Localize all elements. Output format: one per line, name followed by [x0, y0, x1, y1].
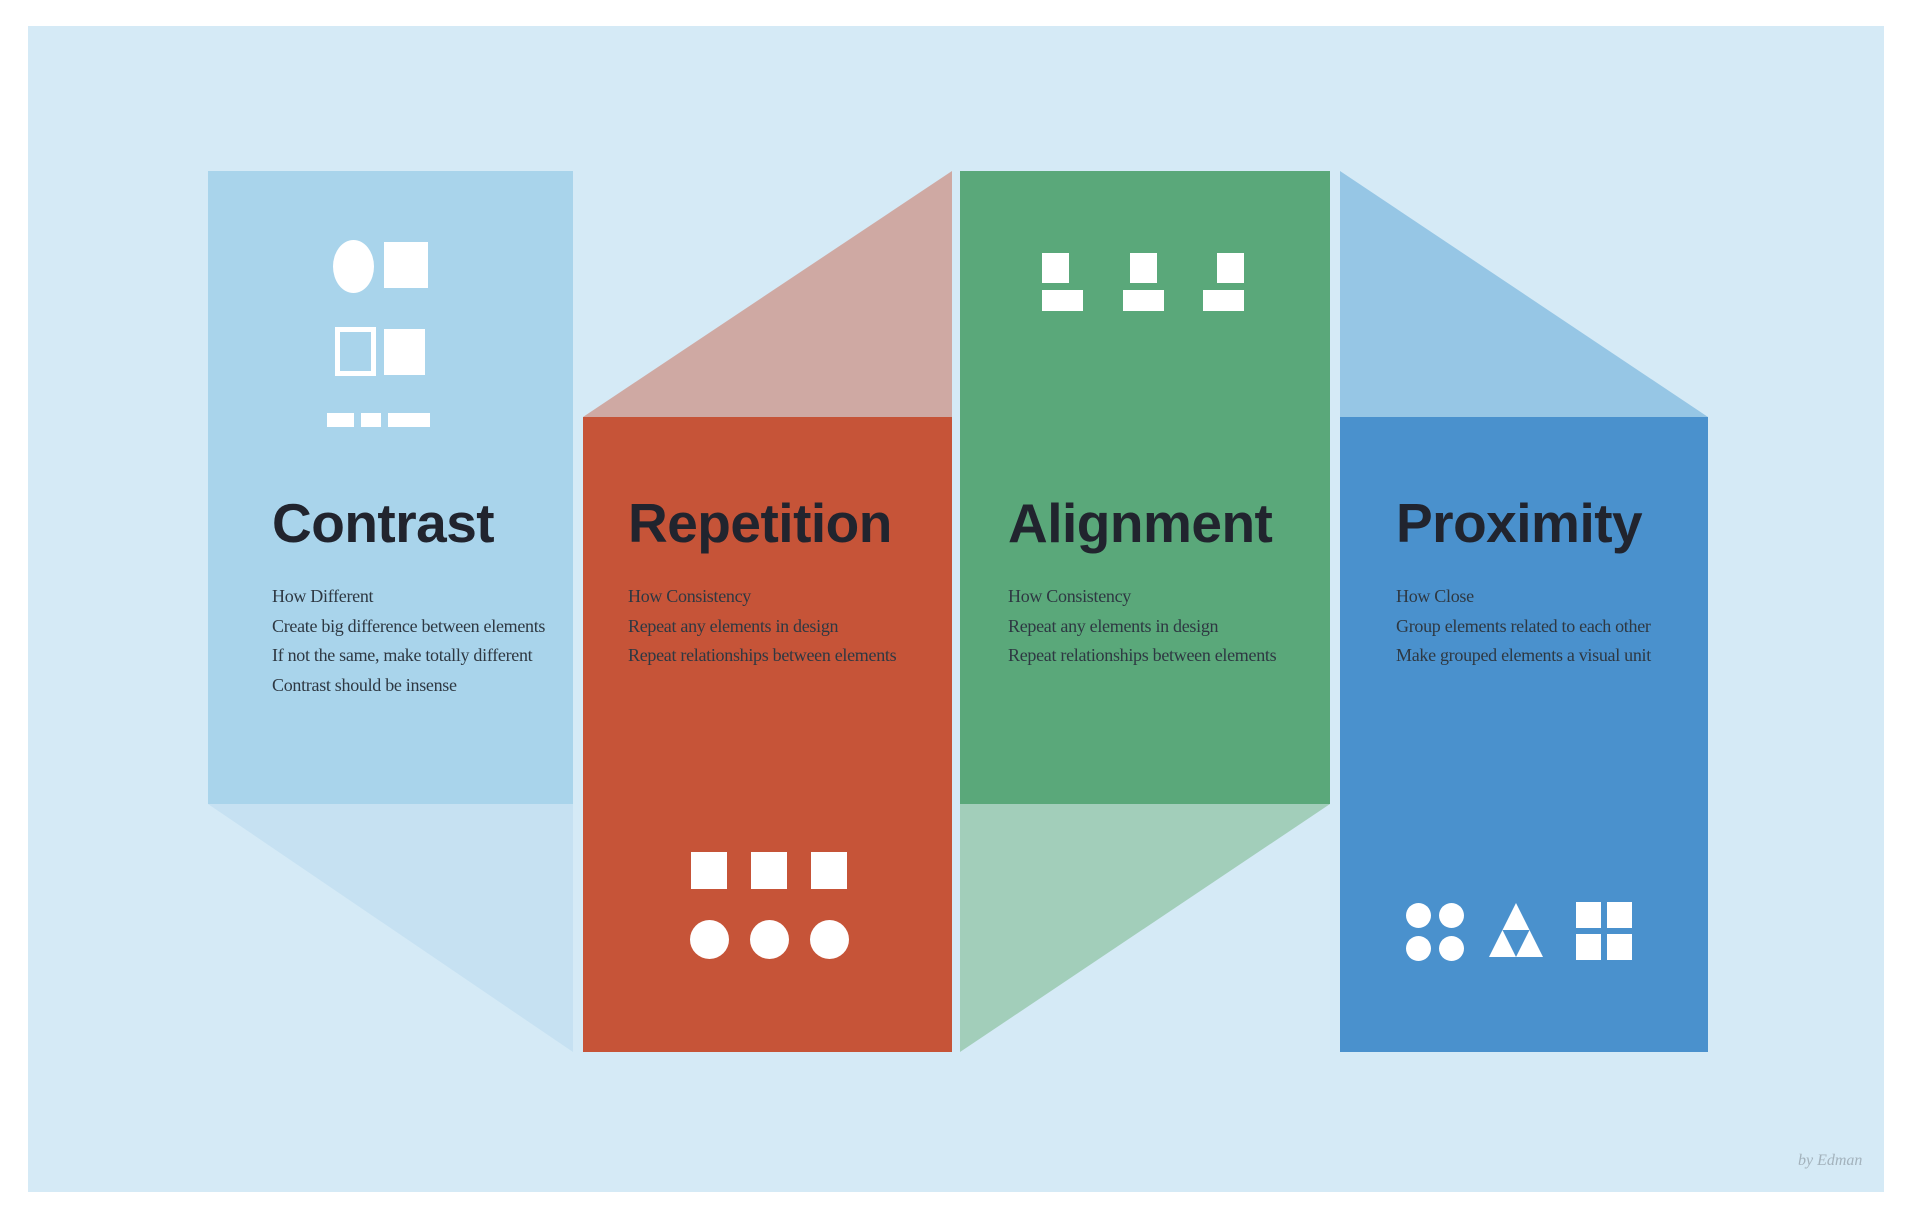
- panel-notes: How Consistency Repeat any elements in d…: [628, 582, 897, 671]
- panel-title: Proximity: [1396, 492, 1643, 554]
- panel-alignment: Alignment How Consistency Repeat any ele…: [960, 171, 1330, 804]
- repeated-circle-icon: [810, 920, 849, 959]
- align-right-square-icon: [1217, 253, 1244, 283]
- panel-title: Contrast: [272, 492, 495, 554]
- panel-note: How Consistency: [1008, 586, 1131, 606]
- circle-icon: [1439, 903, 1464, 928]
- dash-icon: [361, 413, 381, 427]
- panel-note: Repeat relationships between elements: [1008, 645, 1277, 666]
- repeated-circle-icon: [750, 920, 789, 959]
- repeated-square-icon: [751, 852, 787, 889]
- square-icon: [1607, 934, 1632, 960]
- panel-contrast: Contrast How Different Create big differ…: [208, 171, 573, 804]
- square-icon: [1576, 902, 1601, 928]
- panel-note: Repeat relationships between elements: [628, 645, 897, 666]
- panel-notes: How Close Group elements related to each…: [1396, 582, 1651, 671]
- align-center-bar-icon: [1123, 290, 1164, 311]
- filled-square-icon: [384, 242, 428, 288]
- circle-group-icon: [1406, 903, 1464, 961]
- align-left-square-icon: [1042, 253, 1069, 283]
- ellipse-icon: [333, 240, 374, 293]
- panel-notes: How Different Create big difference betw…: [272, 582, 545, 701]
- panel-note: How Close: [1396, 586, 1474, 606]
- panel-note: How Consistency: [628, 586, 751, 606]
- square-group-icon: [1576, 902, 1632, 960]
- repeated-square-icon: [811, 852, 847, 889]
- panel-proximity: Proximity How Close Group elements relat…: [1340, 417, 1708, 1052]
- panel-note: Repeat any elements in design: [628, 615, 839, 636]
- circle-icon: [1406, 903, 1431, 928]
- align-left-bar-icon: [1042, 290, 1083, 311]
- circle-icon: [1406, 936, 1431, 961]
- dash-icon: [327, 413, 354, 427]
- triangle-group-icon: [1489, 903, 1543, 957]
- panel-note: Repeat any elements in design: [1008, 615, 1219, 636]
- panel-note: Create big difference between elements: [272, 615, 546, 636]
- repeated-circle-icon: [690, 920, 729, 959]
- align-center-square-icon: [1130, 253, 1157, 283]
- circle-icon: [1439, 936, 1464, 961]
- panel-notes: How Consistency Repeat any elements in d…: [1008, 582, 1277, 671]
- panel-note: If not the same, make totally different: [272, 645, 533, 666]
- align-right-bar-icon: [1203, 290, 1244, 311]
- filled-square-icon: [384, 329, 425, 375]
- repeated-square-icon: [691, 852, 727, 889]
- square-icon: [1607, 902, 1632, 928]
- panel-note: Make grouped elements a visual unit: [1396, 645, 1651, 666]
- square-icon: [1576, 934, 1601, 960]
- panel-note: Contrast should be insense: [272, 675, 457, 696]
- panel-title: Alignment: [1008, 492, 1273, 554]
- dash-icon: [388, 413, 430, 427]
- credit-text: by Edman: [1798, 1152, 1863, 1169]
- panel-note: How Different: [272, 586, 374, 606]
- panel-title: Repetition: [628, 492, 892, 554]
- panel-note: Group elements related to each other: [1396, 615, 1651, 636]
- panel-repetition: Repetition How Consistency Repeat any el…: [583, 417, 952, 1052]
- outlined-square-icon: [335, 327, 376, 376]
